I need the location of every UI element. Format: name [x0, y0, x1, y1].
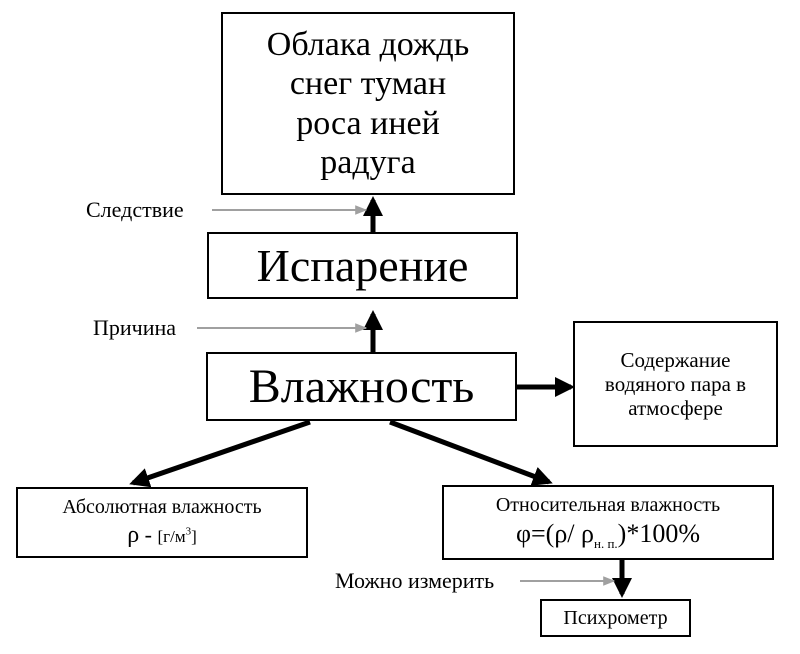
node-absolute-humidity: Абсолютная влажность ρ - [г/м3]	[16, 487, 308, 558]
node-phenomena: Облака дождь снег туман роса иней радуга	[221, 12, 515, 195]
phenomena-line-3: роса иней	[296, 104, 440, 142]
relative-formula: φ=(ρ/ ρн. п.)*100%	[516, 518, 700, 552]
node-humidity: Влажность	[206, 352, 517, 421]
arrow-humidity-to-absolute	[129, 419, 311, 488]
relative-formula-sub: н. п.	[594, 535, 618, 551]
humidity-label: Влажность	[248, 360, 475, 413]
label-consequence: Следствие	[86, 197, 184, 222]
evaporation-label: Испарение	[256, 240, 469, 291]
absolute-dash: -	[139, 522, 158, 547]
phenomena-line-1: Облака дождь	[266, 25, 470, 63]
label-can-measure: Можно измерить	[335, 568, 495, 593]
absolute-unit-close: ]	[191, 527, 197, 546]
vapor-line-1: Содержание	[620, 347, 731, 372]
label-cause: Причина	[93, 315, 177, 340]
absolute-unit-sup: 3	[185, 525, 192, 538]
relative-title: Относительная влажность	[495, 493, 721, 516]
absolute-title: Абсолютная влажность	[62, 496, 262, 518]
phenomena-line-4: радуга	[320, 143, 416, 181]
absolute-unit: [г/м	[157, 527, 186, 546]
phenomena-line-2: снег туман	[289, 65, 447, 103]
absolute-formula: ρ - [г/м3]	[127, 520, 197, 550]
node-relative-humidity: Относительная влажность φ=(ρ/ ρн. п.)*10…	[442, 485, 774, 560]
node-vapor-content: Содержание водяного пара в атмосфере	[573, 321, 778, 447]
psychrometer-label: Психрометр	[563, 606, 668, 629]
relative-formula-end: )*100%	[617, 518, 700, 548]
node-evaporation: Испарение	[207, 232, 518, 299]
absolute-rho: ρ	[127, 522, 140, 548]
vapor-line-3: атмосфере	[628, 396, 723, 421]
node-psychrometer: Психрометр	[540, 599, 691, 637]
arrow-humidity-to-relative	[389, 419, 553, 486]
vapor-line-2: водяного пара в	[604, 371, 747, 396]
relative-formula-start: φ=(ρ/ ρ	[516, 518, 594, 548]
